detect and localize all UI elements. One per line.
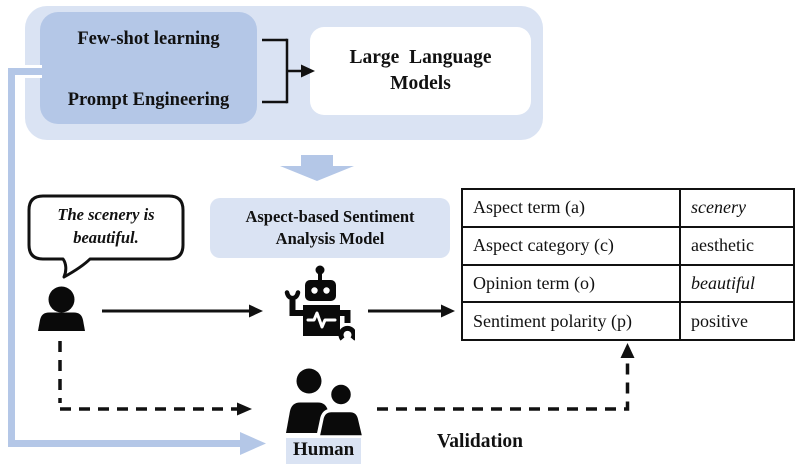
table-row: Aspect category (c) aesthetic [463, 225, 793, 264]
users-icon [286, 368, 366, 437]
table-row: Opinion term (o) beautiful [463, 263, 793, 302]
absa-label-line2: Analysis Model [275, 229, 385, 248]
row-label: Aspect term (a) [463, 190, 681, 226]
prompt-engineering-label: Prompt Engineering [67, 90, 230, 110]
llm-pipeline-panel: Few-shot learning Prompt Engineering Lar… [25, 6, 543, 140]
user-to-model-arrow [102, 304, 263, 318]
bubble-line2: beautiful. [73, 227, 139, 247]
table-row: Sentiment polarity (p) positive [463, 301, 793, 339]
row-label: Aspect category (c) [463, 227, 681, 264]
row-label: Opinion term (o) [463, 265, 681, 302]
bubble-line1: The scenery is [57, 205, 155, 224]
row-value: aesthetic [691, 235, 754, 256]
table-row: Aspect term (a) scenery [463, 190, 793, 226]
sentiment-table: Aspect term (a) scenery Aspect category … [461, 188, 795, 341]
robot-icon [284, 265, 355, 341]
large-language-models-box: Large Language Models [310, 27, 531, 115]
prompt-techniques-box: Few-shot learning Prompt Engineering [40, 12, 257, 124]
row-value: scenery [691, 197, 746, 218]
user-icon [38, 286, 85, 331]
few-shot-learning-label: Few-shot learning [77, 29, 220, 49]
human-label: Human [286, 438, 362, 464]
row-label: Sentiment polarity (p) [463, 303, 681, 339]
human-to-table-dashed-arrow [377, 343, 635, 411]
block-arrow-down-icon [280, 155, 354, 181]
absa-model-box: Aspect-based Sentiment Analysis Model [210, 198, 450, 258]
llm-label-line2: Models [390, 73, 451, 94]
absa-label-line1: Aspect-based Sentiment [245, 207, 415, 227]
row-value: positive [691, 310, 748, 331]
speech-bubble-text: The scenery is beautiful. [30, 204, 182, 250]
validation-label: Validation [437, 431, 523, 452]
model-to-table-arrow [368, 304, 455, 318]
llm-label-line1: Large Language [349, 47, 492, 69]
user-to-human-dashed-arrow [58, 341, 252, 416]
row-value: beautiful [691, 272, 755, 293]
